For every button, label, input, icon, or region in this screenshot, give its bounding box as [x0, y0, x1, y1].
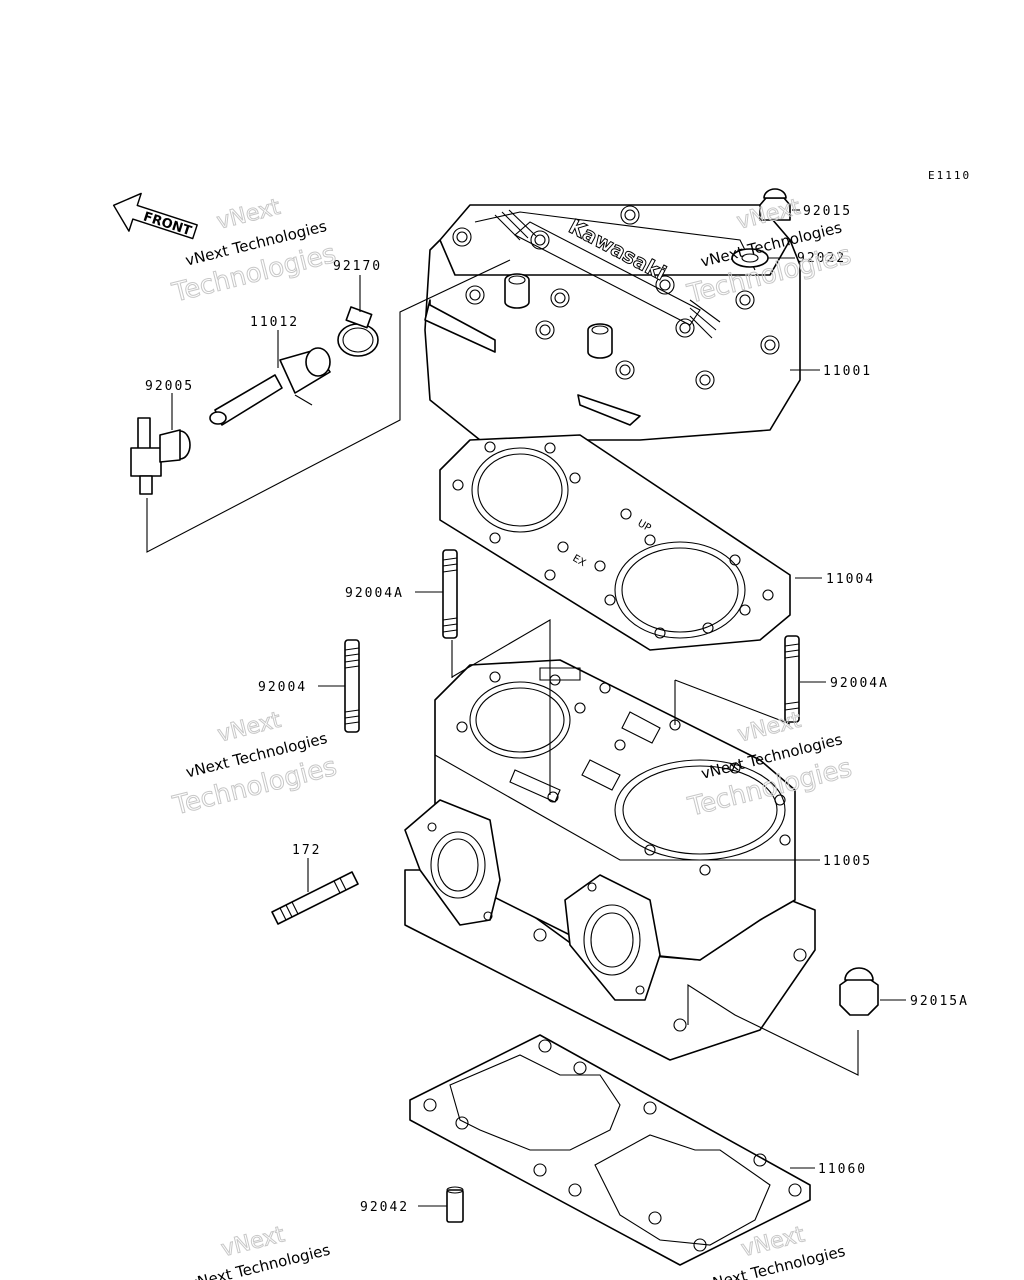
part-label-11001: 11001: [823, 364, 872, 379]
watermark-top-left: vNext vNext Technologies Technologies: [168, 194, 339, 309]
sensor-11012: [209, 347, 331, 426]
head-gasket: UP EX: [439, 434, 791, 651]
part-label-172: 172: [292, 843, 321, 858]
cap-nut-92015: [759, 188, 791, 221]
part-label-92042: 92042: [360, 1200, 409, 1215]
part-label-11012: 11012: [250, 315, 299, 330]
stud-92004A-left: [442, 549, 458, 639]
base-gasket: [409, 1034, 811, 1266]
fitting-92005: [130, 417, 191, 495]
stud-172: [271, 871, 359, 925]
part-label-92004: 92004: [258, 680, 307, 695]
part-label-11005: 11005: [823, 854, 872, 869]
dowel-92042: [446, 1186, 464, 1223]
part-label-92005: 92005: [145, 379, 194, 394]
stud-92004A-right: [784, 635, 800, 723]
part-label-92004A-right: 92004A: [830, 676, 889, 691]
front-label: FRONT: [141, 209, 193, 239]
part-labels: 92015 92022 92170 11012 92005 11001 1100…: [145, 204, 969, 1215]
front-arrow-icon: FRONT: [112, 192, 198, 240]
part-label-11004: 11004: [826, 572, 875, 587]
part-label-92022: 92022: [797, 251, 846, 266]
part-label-92004A-left: 92004A: [345, 586, 404, 601]
part-label-92015A: 92015A: [910, 994, 969, 1009]
leader-lines: [146, 209, 906, 1207]
cap-nut-92015A: [839, 967, 879, 1016]
cylinder-block: [404, 659, 816, 1061]
cylinder-head: Kawasaki: [424, 204, 801, 441]
part-label-92170: 92170: [333, 259, 382, 274]
stud-92004: [344, 639, 360, 733]
watermark-bottom-left: vNext vNext Technologies: [187, 1222, 332, 1280]
watermark-line1: vNext: [214, 195, 283, 235]
part-label-92015: 92015: [803, 204, 852, 219]
diagram-code: E1110: [928, 169, 971, 182]
watermark-mid-left: vNext vNext Technologies Technologies: [169, 707, 340, 822]
clamp-92170: [337, 306, 379, 357]
part-label-11060: 11060: [818, 1162, 867, 1177]
